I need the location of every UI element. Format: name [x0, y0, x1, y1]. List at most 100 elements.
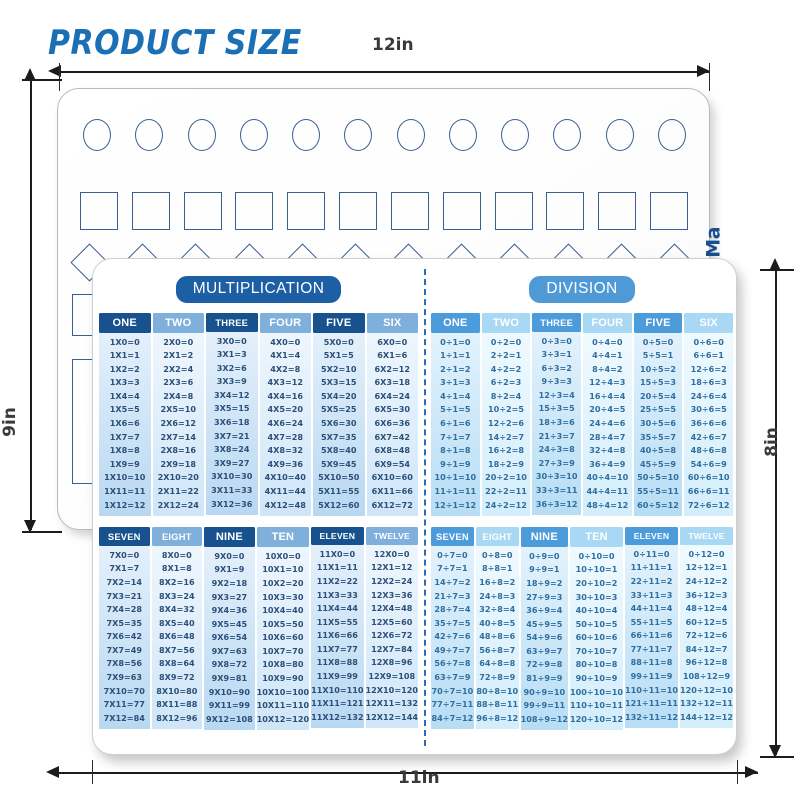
- table-cell: 4÷2=2: [490, 363, 522, 374]
- table-cell: 9X7=63: [211, 645, 248, 656]
- table-cell: 48÷12=4: [685, 603, 728, 614]
- table-cell: 30÷10=3: [575, 591, 618, 602]
- table-cell: 6÷2=3: [490, 377, 522, 388]
- table-column-header: SIX: [684, 313, 734, 333]
- table-cell: 3X12=36: [211, 498, 253, 509]
- table-cell: 3X5=15: [213, 403, 250, 414]
- square-shape-row: [80, 192, 688, 230]
- table-cell: 15÷3=5: [538, 403, 575, 414]
- table-cell: 10X10=100: [256, 686, 310, 697]
- table-cell: 3÷3=1: [541, 349, 572, 360]
- table-cell: 12÷4=3: [589, 377, 626, 388]
- table-column-header: TWO: [152, 313, 204, 333]
- table-column-header: SIX: [366, 313, 418, 333]
- table-cell: 8X11=88: [156, 699, 198, 710]
- table-cell: 132÷11=12: [625, 711, 679, 722]
- table-cell: 84÷7=12: [431, 712, 474, 723]
- table-cell: 10X0=0: [265, 550, 301, 561]
- table-cell: 50÷10=5: [575, 618, 618, 629]
- table-cell: 10X4=40: [262, 605, 304, 616]
- table-cell: 6X8=48: [374, 445, 411, 456]
- table-cell: 4÷4=1: [592, 350, 623, 361]
- table-cell: 7X4=28: [106, 604, 143, 615]
- table-cell: 1X6=6: [109, 418, 140, 429]
- table-cell: 0÷9=0: [529, 550, 560, 561]
- table-cell: 12÷6=2: [690, 363, 727, 374]
- table-cell: 2X5=10: [160, 404, 197, 415]
- table-cell: 30÷5=6: [639, 418, 677, 429]
- table-cell: 77÷11=7: [630, 643, 673, 654]
- table-column-header: TEN: [256, 527, 310, 547]
- table-cell: 7X6=42: [106, 631, 143, 642]
- circle-icon: [605, 119, 634, 151]
- table-cell: 2X2=4: [163, 363, 194, 374]
- table-cell: 4X8=32: [267, 445, 304, 456]
- table-cell: 36÷9=4: [526, 605, 563, 616]
- table-cell: 22÷11=2: [630, 575, 673, 586]
- table-cell: 4X0=0: [270, 336, 301, 347]
- table-cell: 50÷5=10: [637, 472, 679, 483]
- table-column-header: FIVE: [313, 313, 365, 333]
- table-cell: 6X6=36: [374, 418, 411, 429]
- table-cell: 63÷7=9: [434, 672, 471, 683]
- table-cell: 8X1=8: [161, 563, 192, 574]
- table-cell: 11X11=121: [311, 698, 364, 709]
- table-cell: 10÷2=5: [487, 404, 525, 415]
- table-cell: 2X12=24: [157, 499, 199, 510]
- table-cell: 11X6=66: [316, 630, 358, 641]
- table-cell: 60÷10=6: [575, 632, 618, 643]
- table-cell: 4X1=4: [270, 350, 301, 361]
- table-cell: 8X8=64: [159, 658, 195, 669]
- table-cell: 9X11=99: [208, 700, 250, 711]
- table-cell: 5X0=0: [323, 336, 354, 347]
- table-cell: 7X12=84: [103, 712, 145, 723]
- circle-icon: [344, 119, 373, 151]
- table-cell: 0÷12=0: [688, 548, 725, 559]
- table-column-header: THREE: [532, 313, 582, 332]
- table-column-header: NINE: [204, 527, 255, 547]
- table-cell: 11X7=77: [316, 643, 358, 654]
- table-cell: 12÷2=6: [487, 418, 525, 429]
- table-cell: 11X5=55: [316, 616, 358, 627]
- table-cell: 3X0=0: [216, 335, 247, 346]
- circle-shape-row: [83, 119, 686, 151]
- table-cell: 14÷7=2: [434, 576, 471, 587]
- table-cell: 9X1=9: [214, 564, 245, 575]
- table-cell: 7X7=49: [106, 644, 143, 655]
- table-cell: 90÷9=10: [523, 686, 566, 697]
- table-cell: 12X0=0: [373, 548, 410, 559]
- table-cell: 7X9=63: [106, 672, 143, 683]
- square-icon: [235, 192, 274, 230]
- table-cell: 12X5=60: [371, 616, 413, 627]
- circle-icon: [187, 119, 216, 151]
- square-icon: [390, 192, 429, 230]
- table-cell: 49÷7=7: [434, 644, 471, 655]
- table-cell: 5X3=15: [320, 377, 357, 388]
- table-cell: 1X11=11: [104, 486, 146, 497]
- table-cell: 54÷9=6: [526, 632, 563, 643]
- table-cell: 32÷8=4: [479, 604, 516, 615]
- table-cell: 6X7=42: [374, 431, 411, 442]
- table-cell: 8X4=32: [159, 604, 195, 615]
- dimension-right-label: 8in: [761, 427, 782, 457]
- table-cell: 9X4=36: [211, 605, 248, 616]
- table-cell: 1X5=5: [109, 404, 140, 415]
- table-column-header: TWELVE: [365, 527, 418, 545]
- table-cell: 1X1=1: [109, 350, 140, 361]
- table-cell: 7X3=21: [106, 590, 143, 601]
- table-cell: 45÷5=9: [639, 458, 677, 469]
- square-icon: [131, 192, 170, 230]
- table-cell: 40÷8=5: [479, 617, 516, 628]
